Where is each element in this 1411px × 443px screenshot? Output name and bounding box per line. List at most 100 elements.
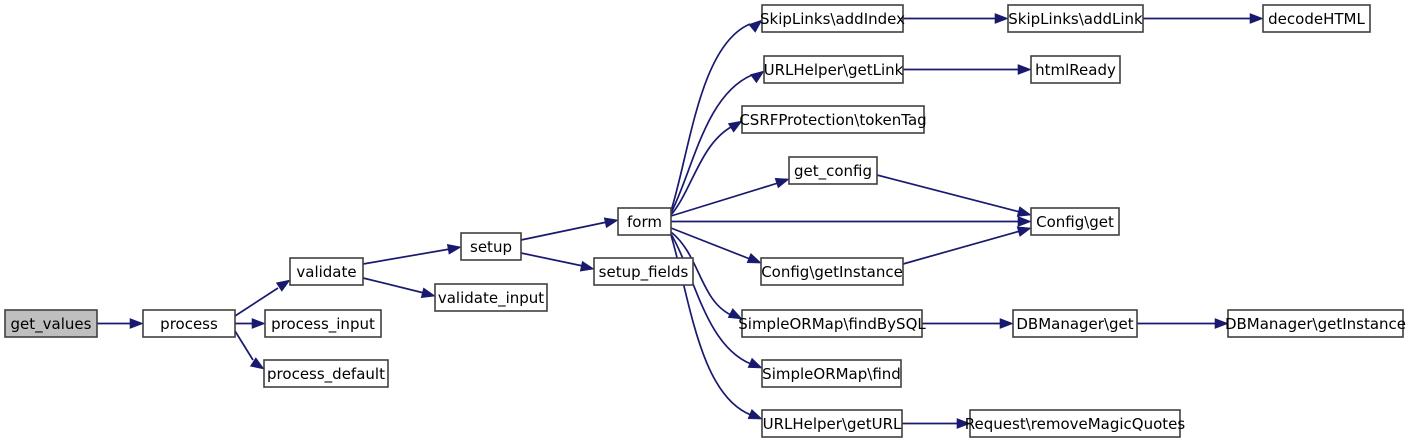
edge-line bbox=[670, 233, 752, 365]
node-label: CSRFProtection\tokenTag bbox=[739, 111, 926, 129]
arrow-head bbox=[994, 13, 1009, 24]
node-decodehtml[interactable]: decodeHTML bbox=[1262, 4, 1371, 33]
edge-line bbox=[670, 74, 753, 214]
node-box[interactable] bbox=[1012, 309, 1138, 338]
node-box[interactable] bbox=[460, 232, 522, 261]
edge-form-to-skiplinks_addindex bbox=[670, 19, 763, 212]
edge-form-to-simpleormap_findbysql bbox=[670, 231, 743, 320]
edge-setup-to-setup_fields bbox=[520, 252, 595, 272]
node-request_removemagicquotes[interactable]: Request\removeMagicQuotes bbox=[965, 409, 1186, 438]
node-label: setup bbox=[470, 238, 512, 256]
node-dbmanager_getinstance[interactable]: DBManager\getInstance bbox=[1225, 309, 1406, 338]
node-label: URLHelper\getURL bbox=[763, 415, 902, 433]
arrow-head bbox=[129, 318, 144, 329]
edge-validate-to-setup bbox=[362, 243, 462, 265]
edge-get_config-to-config_get bbox=[876, 174, 1032, 217]
edge-simpleormap_findbysql-to-dbmanager_get bbox=[922, 318, 1014, 329]
node-box[interactable] bbox=[760, 257, 904, 286]
edge-process-to-process_default bbox=[234, 330, 265, 370]
node-config_get[interactable]: Config\get bbox=[1030, 207, 1120, 236]
node-box[interactable] bbox=[788, 156, 878, 185]
node-urlhelper_getlink[interactable]: URLHelper\getLink bbox=[763, 55, 904, 84]
node-box[interactable] bbox=[969, 409, 1181, 438]
node-config_getinstance[interactable]: Config\getInstance bbox=[760, 257, 904, 286]
node-get_values[interactable]: get_values bbox=[4, 309, 98, 338]
node-box[interactable] bbox=[264, 309, 382, 338]
node-validate[interactable]: validate bbox=[289, 257, 364, 286]
node-label: decodeHTML bbox=[1268, 10, 1365, 28]
node-box[interactable] bbox=[761, 4, 904, 33]
node-box[interactable] bbox=[1262, 4, 1371, 33]
edge-form-to-config_getinstance bbox=[670, 227, 762, 264]
node-process[interactable]: process bbox=[142, 309, 236, 338]
node-setup_fields[interactable]: setup_fields bbox=[593, 257, 694, 286]
node-box[interactable] bbox=[617, 207, 672, 236]
node-urlhelper_geturl[interactable]: URLHelper\getURL bbox=[761, 409, 903, 438]
node-box[interactable] bbox=[741, 309, 923, 338]
node-box[interactable] bbox=[1030, 55, 1121, 84]
node-simpleormap_findbysql[interactable]: SimpleORMap\findBySQL bbox=[738, 309, 926, 338]
node-box[interactable] bbox=[289, 257, 364, 286]
edge-line bbox=[670, 23, 751, 212]
node-label: setup_fields bbox=[599, 263, 689, 282]
node-box[interactable] bbox=[142, 309, 236, 338]
node-simpleormap_find[interactable]: SimpleORMap\find bbox=[761, 359, 902, 388]
edge-line bbox=[234, 330, 254, 361]
edge-line bbox=[876, 174, 1021, 213]
node-label: DBManager\getInstance bbox=[1225, 315, 1406, 333]
edge-line bbox=[362, 248, 451, 265]
edge-form-to-csrf_tokentag bbox=[670, 120, 743, 216]
arrow-head bbox=[750, 70, 765, 84]
arrow-head bbox=[1016, 226, 1032, 237]
arrow-head bbox=[249, 357, 265, 370]
arrow-head bbox=[748, 19, 763, 33]
node-label: Config\getInstance bbox=[761, 263, 903, 281]
edge-line bbox=[234, 287, 279, 317]
node-validate_input[interactable]: validate_input bbox=[434, 283, 548, 312]
edge-line bbox=[362, 277, 425, 294]
node-process_input[interactable]: process_input bbox=[264, 309, 382, 338]
node-form[interactable]: form bbox=[617, 207, 672, 236]
edge-urlhelper_getlink-to-htmlready bbox=[903, 64, 1032, 75]
edge-line bbox=[670, 182, 779, 217]
node-label: validate_input bbox=[438, 289, 544, 308]
node-skiplinks_addlink[interactable]: SkipLinks\addLink bbox=[1007, 4, 1144, 33]
node-csrf_tokentag[interactable]: CSRFProtection\tokenTag bbox=[739, 105, 927, 134]
arrow-head bbox=[727, 120, 743, 133]
node-box[interactable] bbox=[263, 359, 389, 388]
node-htmlready[interactable]: htmlReady bbox=[1030, 55, 1121, 84]
node-box[interactable] bbox=[593, 257, 694, 286]
arrow-head bbox=[275, 279, 291, 292]
node-label: get_config bbox=[794, 162, 872, 181]
node-label: get_values bbox=[11, 315, 92, 334]
node-process_default[interactable]: process_default bbox=[263, 359, 389, 388]
arrow-head bbox=[251, 318, 266, 329]
arrow-head bbox=[1214, 318, 1229, 329]
edge-form-to-simpleormap_find bbox=[670, 233, 763, 369]
node-box[interactable] bbox=[1007, 4, 1144, 33]
node-box[interactable] bbox=[761, 409, 903, 438]
node-skiplinks_addindex[interactable]: SkipLinks\addIndex bbox=[760, 4, 905, 33]
arrow-head bbox=[446, 243, 462, 255]
edge-skiplinks_addlink-to-decodehtml bbox=[1143, 13, 1264, 24]
node-box[interactable] bbox=[4, 309, 98, 338]
arrow-head bbox=[727, 308, 743, 320]
node-box[interactable] bbox=[1030, 207, 1120, 236]
node-box[interactable] bbox=[741, 105, 925, 134]
edge-line bbox=[670, 126, 732, 216]
node-get_config[interactable]: get_config bbox=[788, 156, 878, 185]
node-dbmanager_get[interactable]: DBManager\get bbox=[1012, 309, 1138, 338]
edge-skiplinks_addindex-to-skiplinks_addlink bbox=[903, 13, 1009, 24]
node-setup[interactable]: setup bbox=[460, 232, 522, 261]
node-label: SimpleORMap\findBySQL bbox=[738, 315, 926, 333]
node-box[interactable] bbox=[763, 55, 904, 84]
node-box[interactable] bbox=[761, 359, 902, 388]
edge-process-to-process_input bbox=[235, 318, 266, 329]
edge-line bbox=[670, 231, 732, 316]
node-label: htmlReady bbox=[1035, 61, 1116, 79]
arrow-head bbox=[747, 357, 763, 369]
node-box[interactable] bbox=[434, 283, 548, 312]
node-box[interactable] bbox=[1227, 309, 1404, 338]
node-label: DBManager\get bbox=[1016, 315, 1133, 333]
